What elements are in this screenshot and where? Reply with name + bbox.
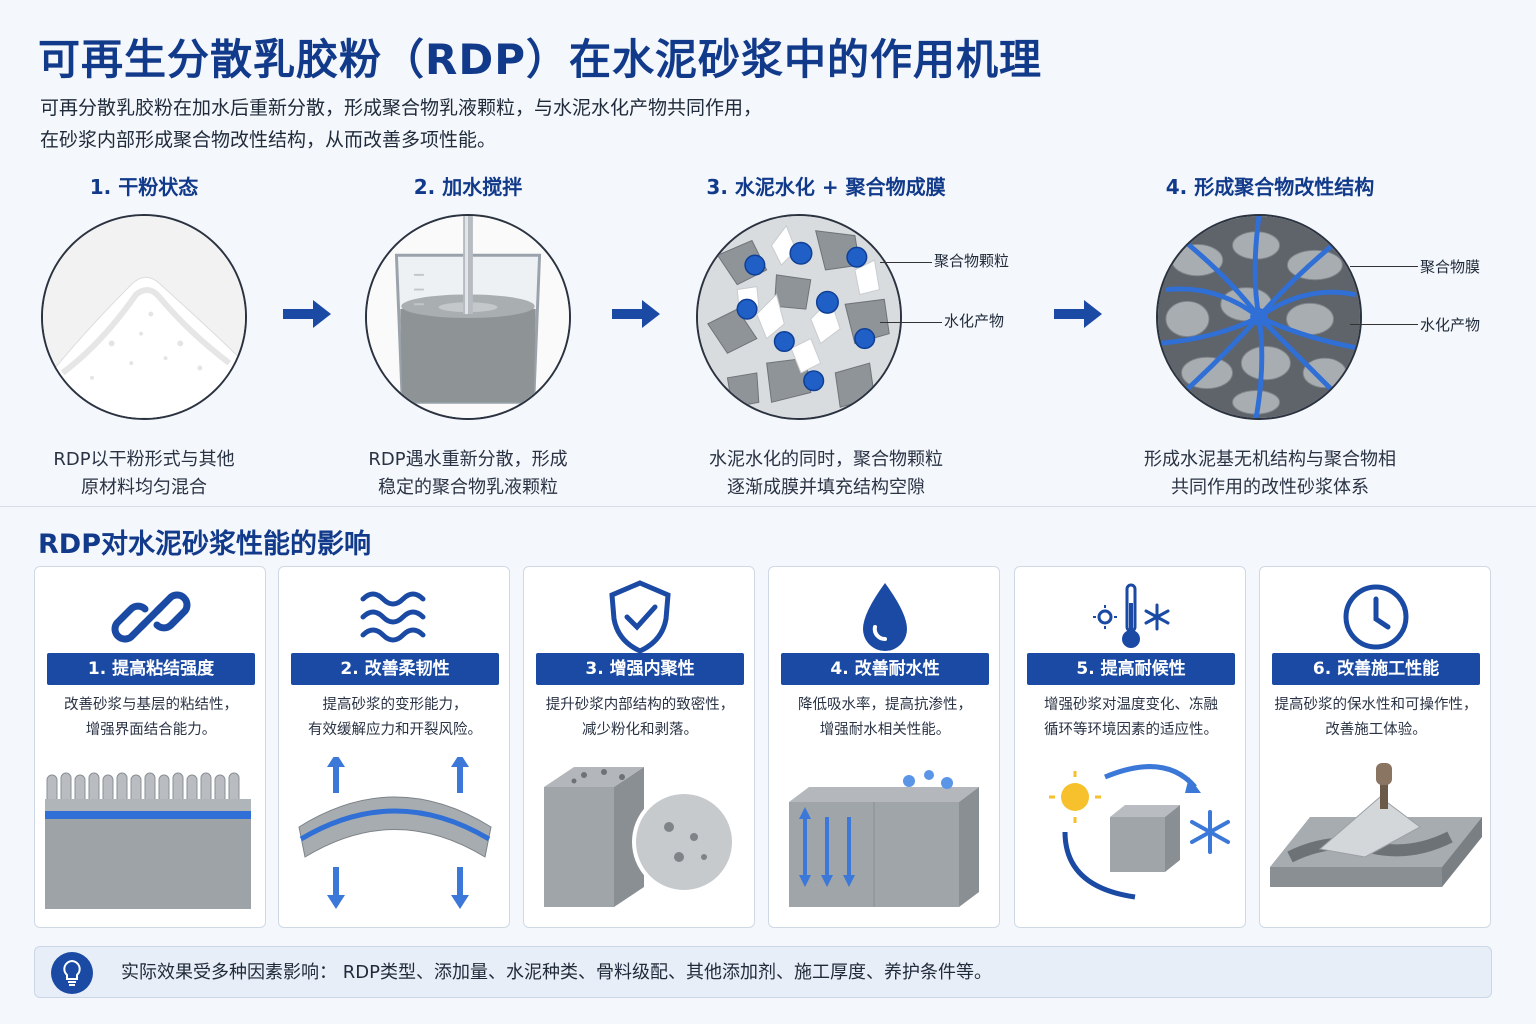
- section-divider: [0, 506, 1536, 507]
- callout-polymer-particle: 聚合物颗粒: [934, 252, 1010, 270]
- callout-line: [880, 262, 932, 263]
- card-description: 提升砂浆内部结构的致密性，减少粉化和剥落。: [545, 697, 735, 738]
- water-block-illustration: [789, 770, 979, 907]
- lightbulb-icon: [51, 952, 93, 994]
- card-label: 5. 提高耐候性: [1027, 653, 1235, 685]
- arrow-right-icon: [1054, 300, 1102, 328]
- page-title: 可再生分散乳胶粉（RDP）在水泥砂浆中的作用机理: [38, 35, 1042, 84]
- weather-icon: [1093, 583, 1170, 648]
- intro-line-2: 在砂浆内部形成聚合物改性结构，从而改善多项性能。: [40, 129, 497, 151]
- process-step-3: 3. 水泥水化 + 聚合物成膜 水泥水化的同时，聚合物颗粒逐渐成膜并填充结构: [666, 170, 986, 502]
- footer-note: 实际效果受多种因素影响： RDP类型、添加量、水泥种类、骨料级配、其他添加剂、施…: [34, 946, 1492, 998]
- intro-text: 可再分散乳胶粉在加水后重新分散，形成聚合物乳液颗粒，与水泥水化产物共同作用， 在…: [40, 92, 762, 156]
- callout-line: [1350, 266, 1418, 267]
- card-description: 增强砂浆对温度变化、冻融循环等环境因素的适应性。: [1044, 697, 1218, 738]
- step-description: RDP遇水重新分散，形成稳定的聚合物乳液颗粒: [368, 449, 568, 498]
- card-label: 2. 改善柔韧性: [291, 653, 499, 685]
- step-description: RDP以干粉形式与其他原材料均匀混合: [53, 449, 235, 498]
- dense-block-illustration: [544, 767, 736, 907]
- card-label: 1. 提高粘结强度: [47, 653, 255, 685]
- bonded-layers-illustration: [45, 772, 251, 909]
- callout-line: [880, 322, 942, 323]
- step-description: 形成水泥基无机结构与聚合物相共同作用的改性砂浆体系: [1144, 449, 1396, 498]
- step-description: 水泥水化的同时，聚合物颗粒逐渐成膜并填充结构空隙: [709, 449, 943, 498]
- card-label: 3. 增强内聚性: [536, 653, 744, 685]
- arrow-right-icon: [612, 300, 660, 328]
- card-bond-strength: 1. 提高粘结强度 改善砂浆与基层的粘结性，增强界面结合能力。: [34, 566, 266, 928]
- step-title: 4. 形成聚合物改性结构: [1165, 175, 1375, 199]
- wave-icon: [360, 591, 426, 643]
- card-description: 提高砂浆的变形能力，有效缓解应力和开裂风险。: [308, 697, 482, 738]
- clock-icon: [1343, 584, 1409, 650]
- step-title: 3. 水泥水化 + 聚合物成膜: [706, 175, 946, 199]
- bent-slab-illustration: [298, 757, 492, 909]
- callout-polymer-film: 聚合物膜: [1420, 258, 1481, 276]
- callout-hydration-product: 水化产物: [944, 312, 1005, 330]
- water-drop-icon: [863, 583, 907, 651]
- card-description: 改善砂浆与基层的粘结性，增强界面结合能力。: [64, 697, 238, 738]
- chain-link-icon: [111, 591, 191, 643]
- process-step-2: 2. 加水搅拌 RDP遇水重新分散，形成稳定的聚合物乳液颗粒: [318, 170, 618, 502]
- card-weather-resistance: 5. 提高耐候性 增强砂浆对温度变化、冻融循环等环境因素的适应性。: [1014, 566, 1246, 928]
- card-description: 降低吸水率，提高抗渗性，增强耐水相关性能。: [798, 697, 972, 738]
- card-cohesion: 3. 增强内聚性 提升砂浆内部结构的致密性，减少粉化和剥落。: [523, 566, 755, 928]
- callout-hydration-product: 水化产物: [1420, 316, 1481, 334]
- card-description: 提高砂浆的保水性和可操作性，改善施工体验。: [1274, 697, 1478, 738]
- callout-line: [1350, 324, 1418, 325]
- step-title: 2. 加水搅拌: [413, 175, 523, 199]
- polymer-network-icon: [1156, 214, 1362, 420]
- card-flexibility: 2. 改善柔韧性 提高砂浆的变形能力，有效缓解应力和开裂风险。: [278, 566, 510, 928]
- intro-line-1: 可再分散乳胶粉在加水后重新分散，形成聚合物乳液颗粒，与水泥水化产物共同作用，: [40, 97, 763, 119]
- card-label: 6. 改善施工性能: [1272, 653, 1480, 685]
- microstructure-icon: [696, 214, 902, 420]
- footer-text: 实际效果受多种因素影响： RDP类型、添加量、水泥种类、骨料级配、其他添加剂、施…: [121, 962, 992, 983]
- card-workability: 6. 改善施工性能 提高砂浆的保水性和可操作性，改善施工体验。: [1259, 566, 1491, 928]
- trowel-illustration: [1270, 763, 1482, 887]
- arrow-right-icon: [283, 300, 331, 328]
- powder-pile-icon: [41, 214, 247, 420]
- beaker-mixing-icon: [365, 214, 571, 420]
- freeze-thaw-illustration: [1049, 764, 1230, 900]
- section-title: RDP对水泥砂浆性能的影响: [38, 529, 371, 560]
- shield-check-icon: [609, 580, 671, 654]
- step-title: 1. 干粉状态: [89, 175, 199, 199]
- card-water-resistance: 4. 改善耐水性 降低吸水率，提高抗渗性，增强耐水相关性能。: [768, 566, 1000, 928]
- card-label: 4. 改善耐水性: [781, 653, 989, 685]
- process-step-4: 4. 形成聚合物改性结构 形成水泥基无机结构与聚合物相共同作用的改性砂浆体系: [1110, 170, 1430, 502]
- process-step-1: 1. 干粉状态 RDP以干粉形式与其他原材料均匀混合: [0, 170, 294, 502]
